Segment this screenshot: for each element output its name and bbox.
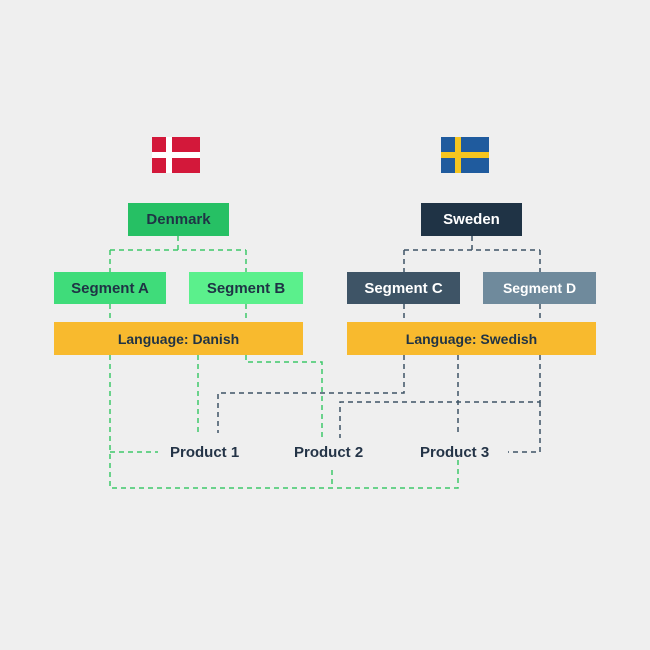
sweden-connectors bbox=[217, 236, 541, 453]
product-1-label: Product 1 bbox=[170, 444, 240, 461]
language-swedish-bar: Language: Swedish bbox=[347, 322, 596, 355]
language-danish-bar: Language: Danish bbox=[54, 322, 303, 355]
denmark-connectors bbox=[109, 236, 459, 489]
sweden-node: Sweden bbox=[421, 203, 522, 236]
denmark-flag-icon bbox=[152, 137, 200, 173]
segment-d-node: Segment D bbox=[483, 272, 596, 304]
product-2-label: Product 2 bbox=[294, 444, 364, 461]
segment-a-node: Segment A bbox=[54, 272, 166, 304]
denmark-node: Denmark bbox=[128, 203, 229, 236]
product-3-label: Product 3 bbox=[420, 444, 490, 461]
segment-b-node: Segment B bbox=[189, 272, 303, 304]
segment-c-node: Segment C bbox=[347, 272, 460, 304]
sweden-flag-icon bbox=[441, 137, 489, 173]
